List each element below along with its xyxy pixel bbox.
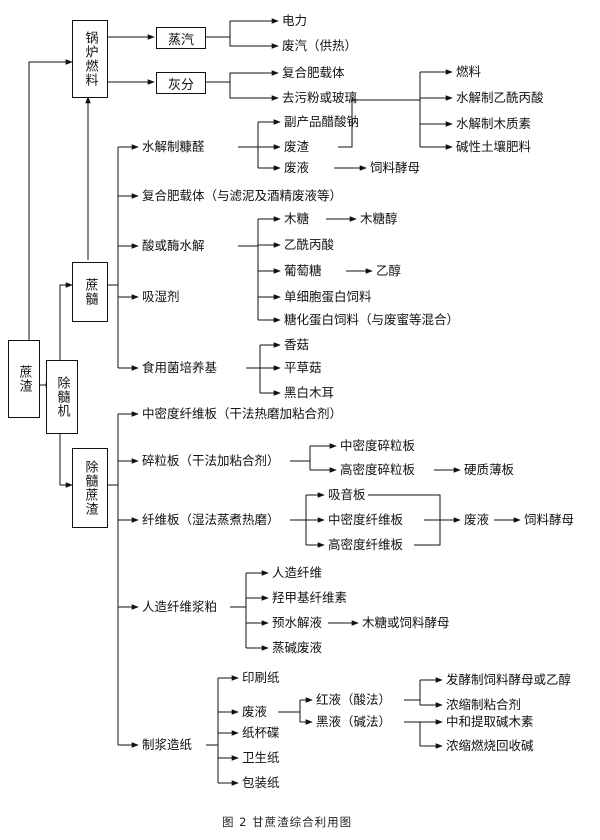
node-feed-yeast-1: 饲料酵母 [370,160,421,175]
node-decontam-powder: 去污粉或玻璃 [282,90,358,105]
node-rayon-pulp: 人造纤维浆粕 [142,599,218,614]
node-particle-board: 碎粒板（干法加粘合剂） [142,453,280,468]
node-black-fungus: 黑白木耳 [284,385,335,400]
node-mdf-dry: 中密度纤维板（干法热磨加粘合剂） [142,406,343,421]
bagasse-box: 蔗渣 [8,340,40,418]
node-sugar-feed: 糖化蛋白饲料（与废蜜等混合） [284,312,460,327]
boiler-fuel-box: 锅炉燃料 [72,20,108,98]
node-cmc: 羟甲基纤维素 [272,590,348,605]
node-ferment: 发酵制饲料酵母或乙醇 [446,672,572,687]
node-mdp-board: 中密度碎粒板 [340,438,416,453]
node-black-liquor: 黑液（碱法） [316,714,392,729]
node-feed-yeast-2: 饲料酵母 [524,512,575,527]
node-fiber-board: 纤维板（湿法蒸煮热磨） [142,512,280,527]
node-xylitol: 木糖醇 [360,211,398,226]
node-ethanol: 乙醇 [376,263,402,278]
node-absorbent: 吸湿剂 [142,289,180,304]
node-waste-residue: 废渣 [284,139,310,154]
pith-box: 蔗髓 [72,262,108,322]
node-hydro-wood: 水解制木质素 [456,116,532,131]
node-red-liquor: 红液（酸法） [316,692,392,707]
node-cup-paper: 纸杯碟 [242,725,280,740]
node-waste-liquid-3: 废液 [242,704,268,719]
node-waste-steam: 废汽（供热） [282,38,358,53]
node-packing-paper: 包装纸 [242,775,280,790]
node-electricity: 电力 [282,13,308,28]
ash-box: 灰分 [156,72,206,94]
node-fertilizer-carrier: 复合肥载体 [282,65,345,80]
node-hydro-levulinic: 水解制乙酰丙酸 [456,90,544,105]
node-xylose-feed-yeast: 木糖或饲料酵母 [362,615,450,630]
node-waste-liquid-2: 废液 [464,512,490,527]
figure-caption: 图 2 甘蔗渣综合利用图 [222,815,353,829]
steam-box: 蒸汽 [156,27,206,49]
depithed-bagasse-box: 除髓蔗渣 [72,448,108,528]
node-sound-board: 吸音板 [328,487,366,502]
node-rayon: 人造纤维 [272,565,323,580]
node-xylose: 木糖 [284,211,310,226]
node-shiitake: 香菇 [284,337,310,352]
node-levulinic: 乙酰丙酸 [284,237,335,252]
node-alkaline-soil: 碱性土壤肥料 [456,139,532,154]
node-toilet-paper: 卫生纸 [242,750,280,765]
node-md-fiber: 中密度纤维板 [328,512,404,527]
node-furfural: 水解制糠醛 [142,139,205,154]
node-scp: 单细胞蛋白饲料 [284,289,372,304]
node-hard-board: 硬质薄板 [464,462,515,477]
node-hd-fiber: 高密度纤维板 [328,537,404,552]
node-byproduct-acetate: 副产品醋酸钠 [284,114,360,129]
node-oyster: 平草菇 [284,360,322,375]
node-glucose: 葡萄糖 [284,263,322,278]
node-printing-paper: 印刷纸 [242,670,280,685]
node-waste-liquid-1: 废液 [284,160,310,175]
node-hdp-board: 高密度碎粒板 [340,462,416,477]
node-compound-fert: 复合肥载体（与滤泥及酒精废液等） [142,188,343,203]
node-concentrate-recover: 浓缩燃烧回收碱 [446,738,534,753]
node-acid-enzyme: 酸或酶水解 [142,238,205,253]
depither-box: 除髓机 [46,360,78,434]
node-fungus-medium: 食用菌培养基 [142,360,218,375]
node-concentrate-adhesive: 浓缩制粘合剂 [446,697,522,712]
node-neutralize-lignin: 中和提取碱木素 [446,714,534,729]
node-prehydro-liquor: 预水解液 [272,615,323,630]
node-pulp-paper: 制浆造纸 [142,737,193,752]
node-cook-waste: 蒸碱废液 [272,640,323,655]
node-fuel: 燃料 [456,64,482,79]
